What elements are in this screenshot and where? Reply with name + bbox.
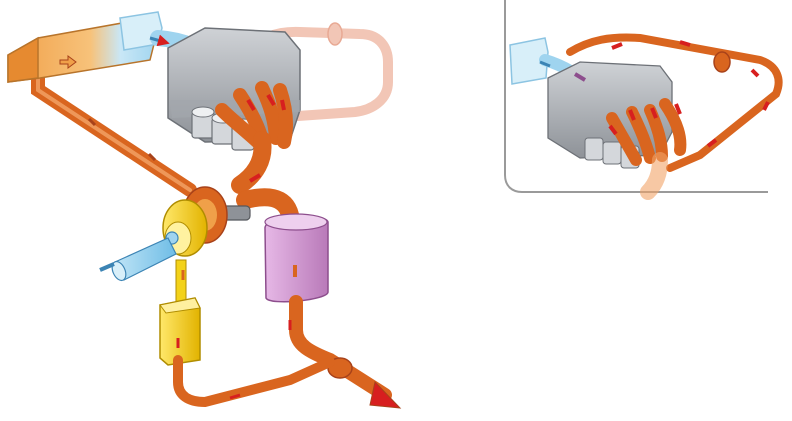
return-pipe <box>173 355 335 408</box>
inset-flow-arrow-icon <box>539 40 770 148</box>
inset-exhaust-manifold <box>606 98 687 200</box>
air-inlet-pipe <box>111 237 177 282</box>
exhaust-outlet-arrow-icon <box>369 380 402 409</box>
wastegate-actuator <box>159 259 201 366</box>
exhaust-manifold <box>215 81 294 194</box>
inset-system-panel <box>504 0 783 200</box>
inset-recirculation-pipe <box>566 33 783 172</box>
recirculation-valve-icon <box>327 22 343 46</box>
inset-valve-icon <box>713 51 731 73</box>
intercooler-icon <box>7 11 163 83</box>
charge-air-pipe <box>31 63 197 197</box>
tailpipe <box>289 295 392 402</box>
inset-frame <box>504 0 768 193</box>
main-system-panel <box>7 11 402 409</box>
flow-arrow-icon <box>59 34 297 400</box>
muffler-icon <box>264 213 329 303</box>
